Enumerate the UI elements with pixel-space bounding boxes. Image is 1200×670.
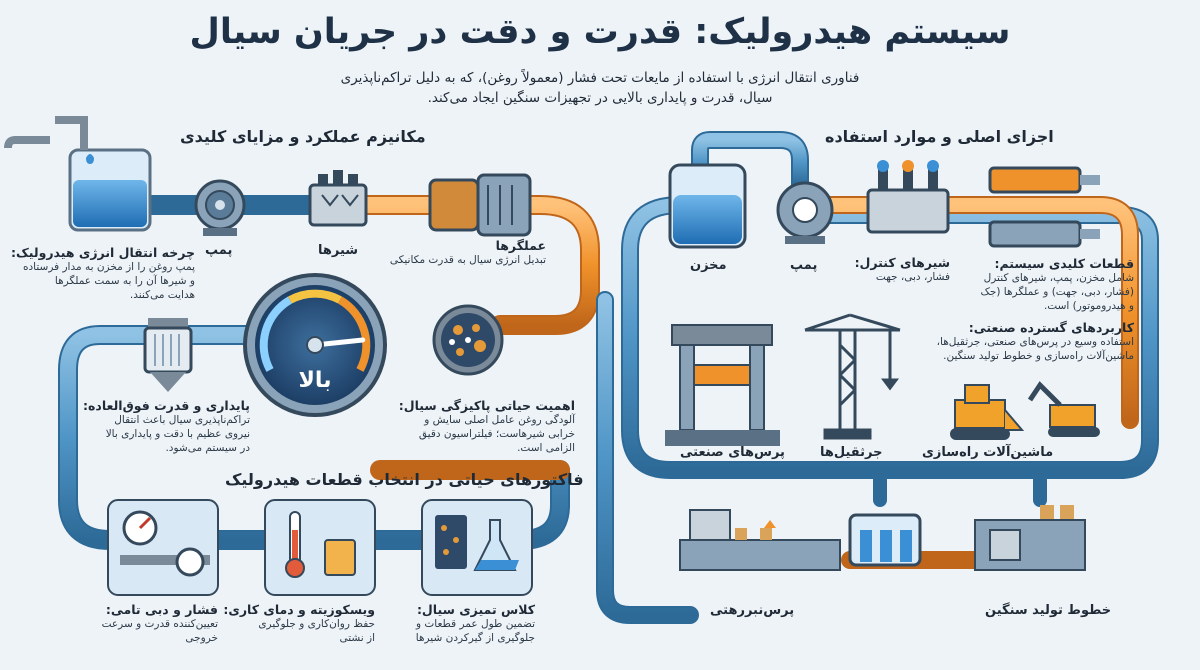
factor-cleanliness-title: کلاس تمیزی سیال: — [416, 602, 535, 617]
app-cranes-label: جرثقیل‌ها — [820, 445, 883, 460]
key-parts-line-2: (فشار، دبی، جهت) و عملگرها (جک — [980, 286, 1134, 298]
factor-cards — [107, 499, 533, 596]
left-valves-icon — [308, 170, 368, 227]
factor-viscosity-line-2: از نشتی — [339, 632, 375, 644]
factor-cleanliness-block: کلاس تمیزی سیال: تضمین طول عمر قطعات و ج… — [395, 602, 535, 645]
stability-line-3: در سیستم می‌شود. — [165, 442, 250, 454]
industrial-block: کاربردهای گسترده صنعتی: استفاده وسیع در … — [928, 320, 1134, 363]
factor-cleanliness-line-1: تضمین طول عمر قطعات و — [415, 618, 535, 630]
cleanliness-line-1: آلودگی روغن عامل اصلی سایش و — [424, 414, 575, 426]
factor-pressure-line-2: خروجی — [185, 632, 218, 644]
right-pump-label: پمپ — [790, 258, 818, 273]
subtitle-line-2: سیال، قدرت و پایداری بالایی در تجهیزات س… — [427, 90, 773, 106]
stability-title: پایداری و قدرت فوق‌العاده: — [83, 398, 250, 413]
app-press-line-label: پرس‌نبررهتی — [710, 603, 795, 618]
right-pump-icon — [776, 181, 834, 244]
right-tank-icon — [668, 163, 747, 249]
section-components-heading: اجزای اصلی و موارد استفاده — [825, 127, 1054, 146]
crane-icon — [804, 313, 901, 440]
left-actuator-icon — [428, 173, 532, 237]
key-parts-title: قطعات کلیدی سیستم: — [994, 256, 1134, 271]
page-subtitle: فناوری انتقال انرژی با استفاده از مایعات… — [300, 68, 900, 108]
production-line-icons — [679, 505, 1086, 571]
energy-cycle-line-3: هدایت می‌کنند. — [129, 289, 195, 301]
factor-viscosity-title: ویسکوزیته و دمای کاری: — [223, 602, 375, 617]
left-pump-icon — [194, 179, 246, 236]
control-valves-desc: فشار، دبی، جهت — [875, 271, 950, 283]
control-valves-title: شیرهای کنترل: — [854, 255, 950, 270]
energy-cycle-line-1: پمپ روغن را از مخزن به مدار فرستاده — [22, 261, 195, 273]
app-presses-label: پرس‌های صنعتی — [680, 445, 785, 460]
industrial-title: کاربردهای گسترده صنعتی: — [968, 320, 1134, 335]
cleanliness-title: اهمیت حیاتی پاکیزگی سیال: — [398, 398, 575, 413]
actuators-title: عملگرها — [495, 238, 546, 253]
factor-viscosity-line-1: حفظ روان‌کاری و جلوگیری — [258, 618, 375, 630]
left-valves-label: شیرها — [318, 243, 359, 258]
actuators-block: عملگرها تبدیل انرژی سیال به قدرت مکانیکی — [389, 238, 546, 267]
actuators-desc: تبدیل انرژی سیال به قدرت مکانیکی — [389, 254, 546, 266]
gauge-text: بالا — [298, 368, 332, 393]
control-valves-block: شیرهای کنترل: فشار، دبی، جهت — [854, 255, 950, 284]
road-machinery-icon — [950, 381, 1100, 440]
factor-pressure-title: فشار و دبی تامی: — [105, 602, 218, 617]
industrial-line-1: استفاده وسیع در پرس‌های صنعتی، جرثقیل‌ها… — [936, 336, 1134, 348]
stability-line-2: نیروی عظیم با دقت و پایداری بالا — [105, 428, 250, 440]
energy-cycle-line-2: و شیرها آن را به سمت عملگرها — [54, 275, 195, 287]
factor-pressure-line-1: تعیین‌کننده قدرت و سرعت — [101, 618, 218, 630]
factor-viscosity-block: ویسکوزیته و دمای کاری: حفظ روان‌کاری و ج… — [223, 602, 375, 645]
app-heavy-label: خطوط تولید سنگین — [985, 603, 1112, 618]
contamination-icon — [432, 304, 504, 376]
key-parts-line-1: شامل مخزن، پمپ، شیرهای کنترل — [983, 272, 1134, 284]
left-pump-label: پمپ — [205, 243, 233, 258]
cleanliness-line-3: الزامی است. — [517, 442, 575, 454]
energy-cycle-block: چرخه انتقال انرژی هیدرولیک: پمپ روغن را … — [10, 245, 195, 302]
industrial-press-icon — [665, 324, 780, 446]
energy-cycle-title: چرخه انتقال انرژی هیدرولیک: — [10, 245, 195, 260]
stability-block: پایداری و قدرت فوق‌العاده: تراکم‌ناپذیری… — [83, 398, 250, 455]
subtitle-line-1: فناوری انتقال انرژی با استفاده از مایعات… — [340, 70, 860, 86]
factor-pressure-block: فشار و دبی تامی: تعیین‌کننده قدرت و سرعت… — [88, 602, 218, 645]
pressure-gauge-icon — [243, 273, 387, 417]
industrial-line-2: ماشین‌آلات راه‌سازی و خطوط تولید سنگین. — [943, 350, 1134, 362]
section-factors-heading: فاکتورهای حیاتی در انتخاب قطعات هیدرولیک — [225, 470, 584, 489]
key-parts-line-3: و هیدروموتور) است. — [1043, 300, 1134, 312]
cleanliness-line-2: خرابی شیرهاست؛ فیلتراسیون دقیق — [418, 428, 575, 440]
cleanliness-block: اهمیت حیاتی پاکیزگی سیال: آلودگی روغن عا… — [398, 398, 575, 455]
factor-cleanliness-line-2: جلوگیری از گیرکردن شیرها — [415, 632, 535, 644]
stability-line-1: تراکم‌ناپذیری سیال باعث انتقال — [114, 414, 250, 426]
right-tank-label: مخزن — [690, 258, 727, 273]
key-parts-block: قطعات کلیدی سیستم: شامل مخزن، پمپ، شیرها… — [958, 256, 1134, 313]
control-valves-icon — [866, 160, 950, 234]
app-road-label: ماشین‌آلات راه‌سازی — [922, 445, 1054, 460]
left-tank-icon — [4, 116, 152, 232]
page-title: سیستم هیدرولیک: قدرت و دقت در جریان سیال — [189, 12, 1011, 52]
hydraulic-cylinders-icon — [988, 166, 1100, 248]
filter-icon — [143, 318, 193, 392]
section-mechanism-heading: مکانیزم عملکرد و مزایای کلیدی — [180, 127, 426, 146]
